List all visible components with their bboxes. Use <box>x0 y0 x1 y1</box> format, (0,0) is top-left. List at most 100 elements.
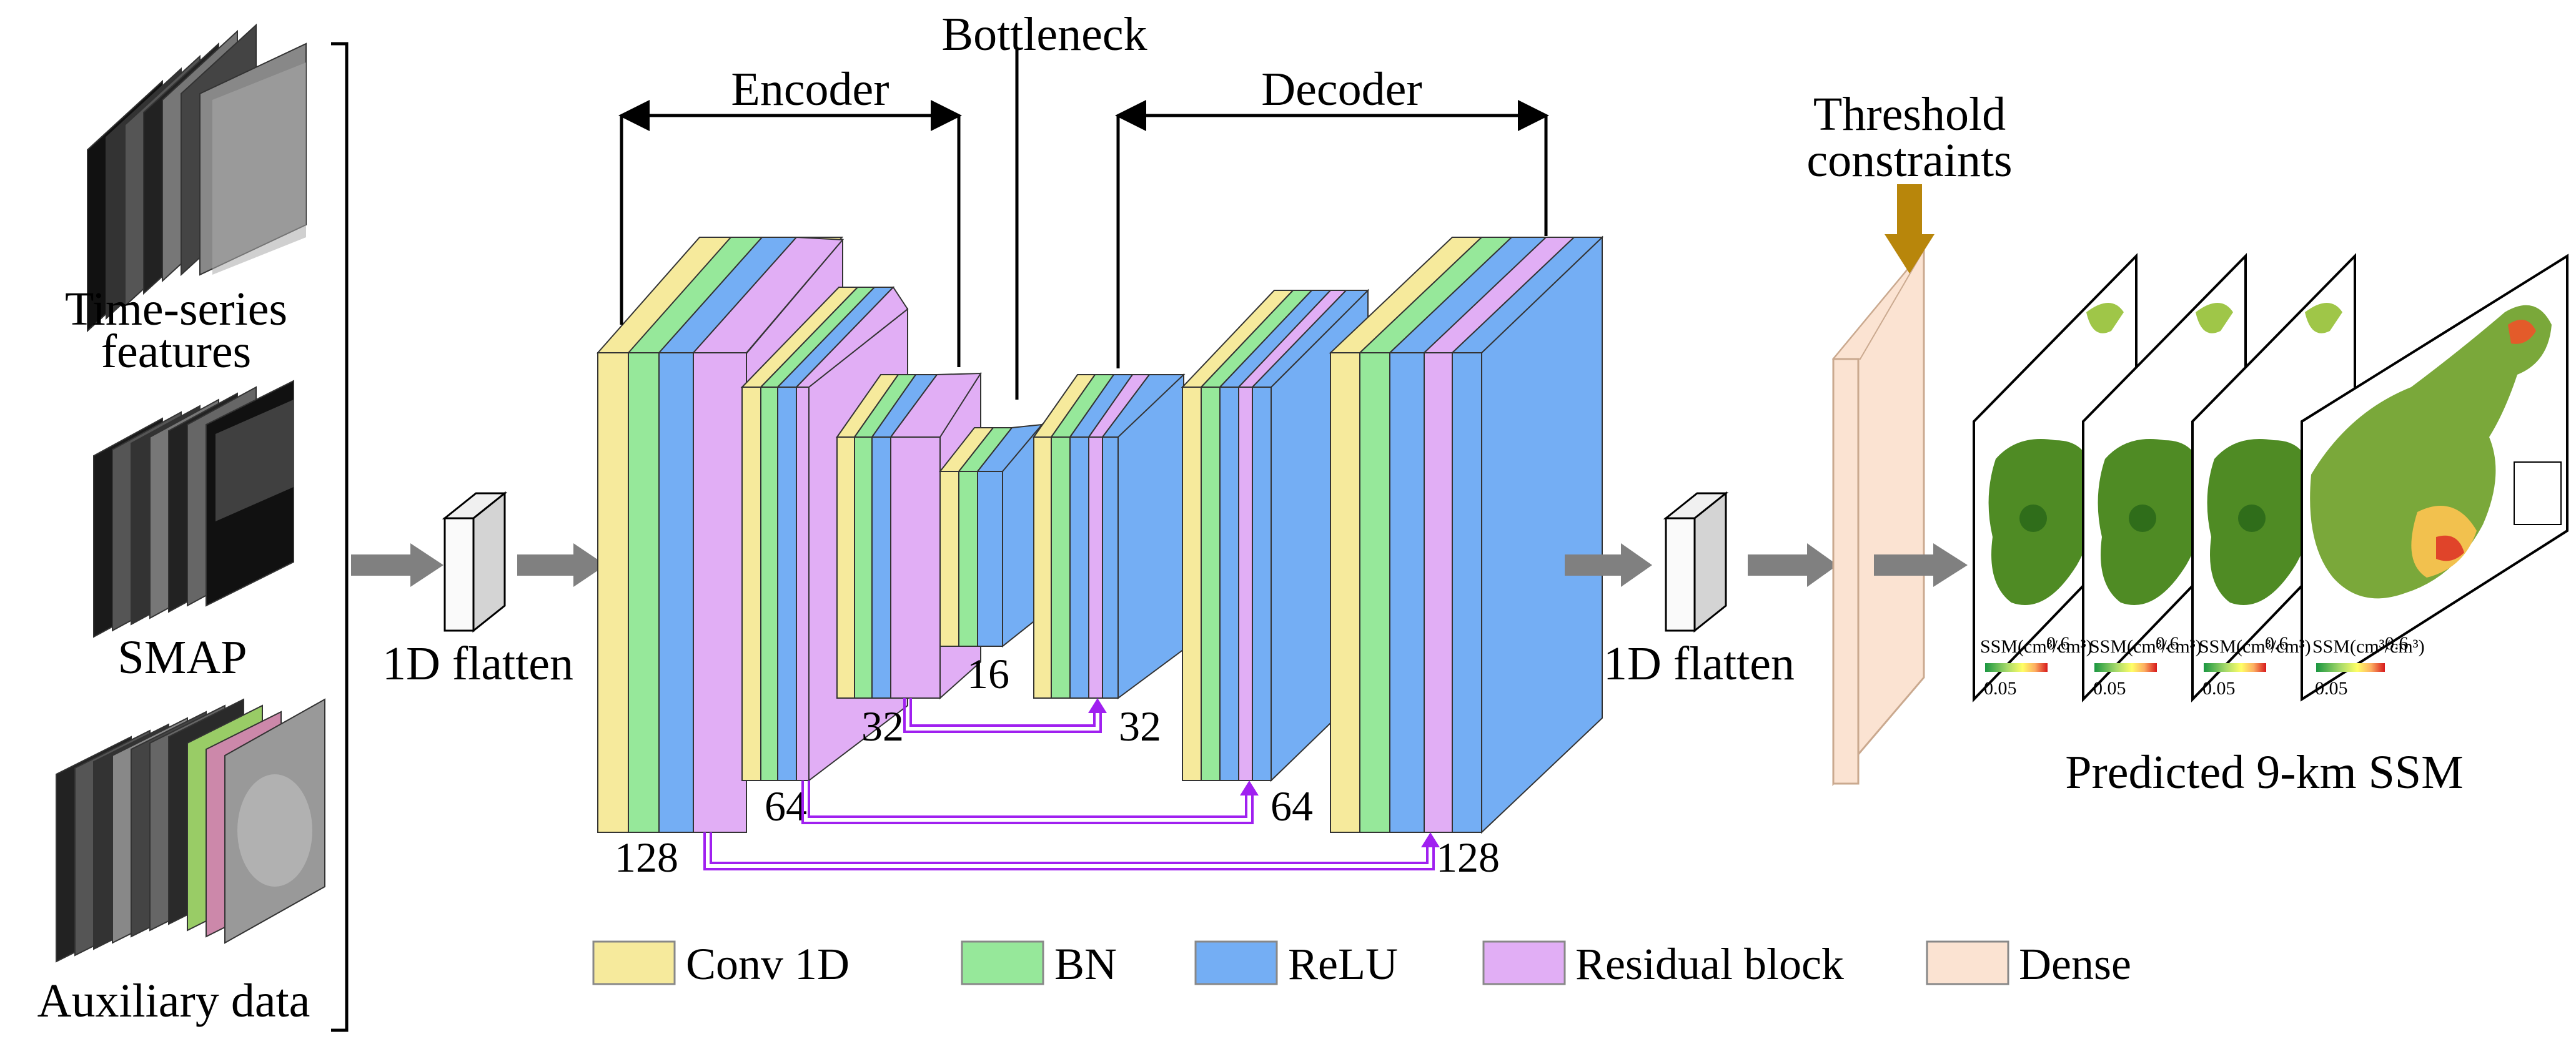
enc128-residual <box>693 352 747 833</box>
dec64-relu <box>1219 387 1239 781</box>
flatten-block-right <box>1663 491 1729 633</box>
dec32-relu <box>1069 436 1089 699</box>
timeseries-input-stack <box>87 23 307 333</box>
decoder-bracket <box>1115 100 1549 368</box>
enc-128-label: 128 <box>615 834 678 881</box>
legend-title-map-1: SSM(cm³/cm³) <box>1980 636 2093 657</box>
dense-layer-block <box>1831 247 1925 787</box>
arrow-flatten-to-dense <box>1748 543 1838 587</box>
legend-label-conv: Conv 1D <box>686 939 850 989</box>
encoder-label: Encoder <box>731 63 889 116</box>
legend-swatch-relu <box>1194 940 1278 985</box>
output-map-1 <box>1973 253 2138 702</box>
legend-label-dense: Dense <box>2019 939 2131 989</box>
dec32-bn <box>1051 436 1071 699</box>
enc64-relu <box>777 387 797 781</box>
legend-min-map-2: 0.05 <box>2093 678 2126 699</box>
features-label: features <box>101 325 252 378</box>
dec-128-label: 128 <box>1436 834 1500 881</box>
bn16-relu <box>977 471 1003 647</box>
output-map-3 <box>2191 253 2356 702</box>
bottleneck-block-16 <box>938 423 1044 648</box>
dec128-residual <box>1424 352 1453 833</box>
legend-item-dense: Dense <box>1926 939 2131 989</box>
enc64-conv <box>741 387 761 781</box>
legend-title-map-4: SSM(cm³/cm³) <box>2312 636 2425 657</box>
legend-item-relu: ReLU <box>1194 939 1398 989</box>
skip-connection-64 <box>801 781 1259 824</box>
dec-32-label: 32 <box>1119 702 1161 750</box>
threshold-label-2: constraints <box>1806 134 2012 187</box>
encoder-bracket <box>618 100 962 367</box>
flatten-left-label: 1D flatten <box>382 638 573 690</box>
enc32-relu <box>871 436 891 699</box>
decoder-block-32 <box>1033 373 1186 699</box>
legend-max-map-3: 0.6 <box>2265 633 2289 654</box>
enc32-conv <box>836 436 855 699</box>
dec32-conv <box>1033 436 1052 699</box>
output-title: Predicted 9-km SSM <box>2065 746 2464 799</box>
dec-64-label: 64 <box>1271 782 1313 830</box>
enc64-bn <box>760 387 778 781</box>
arrow-dense-to-output <box>1874 543 1968 587</box>
legend-min-map-1: 0.05 <box>1984 678 2017 699</box>
enc128-relu <box>658 352 694 833</box>
flatten-right-label: 1D flatten <box>1603 638 1795 690</box>
smap-label: SMAP <box>118 631 247 684</box>
legend-max-map-4: 0.6 <box>2385 633 2409 654</box>
legend-swatch-conv <box>592 940 676 985</box>
auxiliary-label: Auxiliary data <box>37 975 310 1027</box>
dec128-relu <box>1389 352 1425 833</box>
legend-item-bn: BN <box>961 939 1117 989</box>
legend-item-residual: Residual block <box>1482 939 1844 989</box>
legend-swatch-residual <box>1482 940 1566 985</box>
skip-connection-128 <box>703 832 1440 870</box>
output-map-4 <box>2301 254 2569 702</box>
decoder-block-128 <box>1329 235 1604 834</box>
legend-swatch-dense <box>1926 940 2009 985</box>
dec32-residual <box>1088 436 1103 699</box>
enc32-bn <box>854 436 873 699</box>
legend-title-map-3: SSM(cm³/cm³) <box>2199 636 2311 657</box>
legend-title-map-2: SSM(cm³/cm³) <box>2089 636 2202 657</box>
dec128-bn <box>1359 352 1390 833</box>
input-bracket <box>331 42 349 1032</box>
bottleneck-label: Bottleneck <box>941 8 1147 61</box>
legend-max-map-2: 0.6 <box>2156 633 2179 654</box>
legend-label-relu: ReLU <box>1288 939 1398 989</box>
bottleneck-16-label: 16 <box>967 650 1009 697</box>
enc-64-label: 64 <box>765 782 807 830</box>
threshold-label-1: Threshold <box>1813 88 2006 140</box>
legend-swatch-bn <box>961 940 1044 985</box>
decoder-label: Decoder <box>1261 63 1422 116</box>
arrow-input-to-flatten <box>351 543 443 587</box>
dec64-residual <box>1238 387 1253 781</box>
dec64-conv <box>1182 387 1202 781</box>
legend-label-residual: Residual block <box>1575 939 1844 989</box>
legend: Conv 1D BN ReLU Residual block Dense <box>592 939 2131 989</box>
dec64-bn <box>1201 387 1221 781</box>
legend-max-map-1: 0.6 <box>2046 633 2070 654</box>
enc128-bn <box>628 352 660 833</box>
skip-connection-32 <box>903 698 1107 733</box>
threshold-arrow <box>1885 184 1934 273</box>
legend-min-map-4: 0.05 <box>2315 678 2348 699</box>
enc32-residual <box>890 436 941 699</box>
legend-min-map-3: 0.05 <box>2202 678 2236 699</box>
output-map-2 <box>2082 253 2247 702</box>
arrow-decoder-to-flatten <box>1565 543 1652 587</box>
auxiliary-input-stack <box>56 698 325 963</box>
enc128-conv <box>597 352 629 833</box>
flatten-block-left <box>442 491 508 633</box>
bn16-bn <box>958 471 978 647</box>
bn16-conv <box>939 471 959 647</box>
dec128-conv <box>1330 352 1360 833</box>
legend-label-bn: BN <box>1054 939 1117 989</box>
timeseries-label: Time-series <box>65 283 287 335</box>
arrow-flatten-to-encoder <box>517 543 606 587</box>
smap-input-stack <box>93 380 294 638</box>
legend-item-conv: Conv 1D <box>592 939 850 989</box>
enc-32-label: 32 <box>861 702 904 750</box>
enc64-residual <box>796 387 810 781</box>
